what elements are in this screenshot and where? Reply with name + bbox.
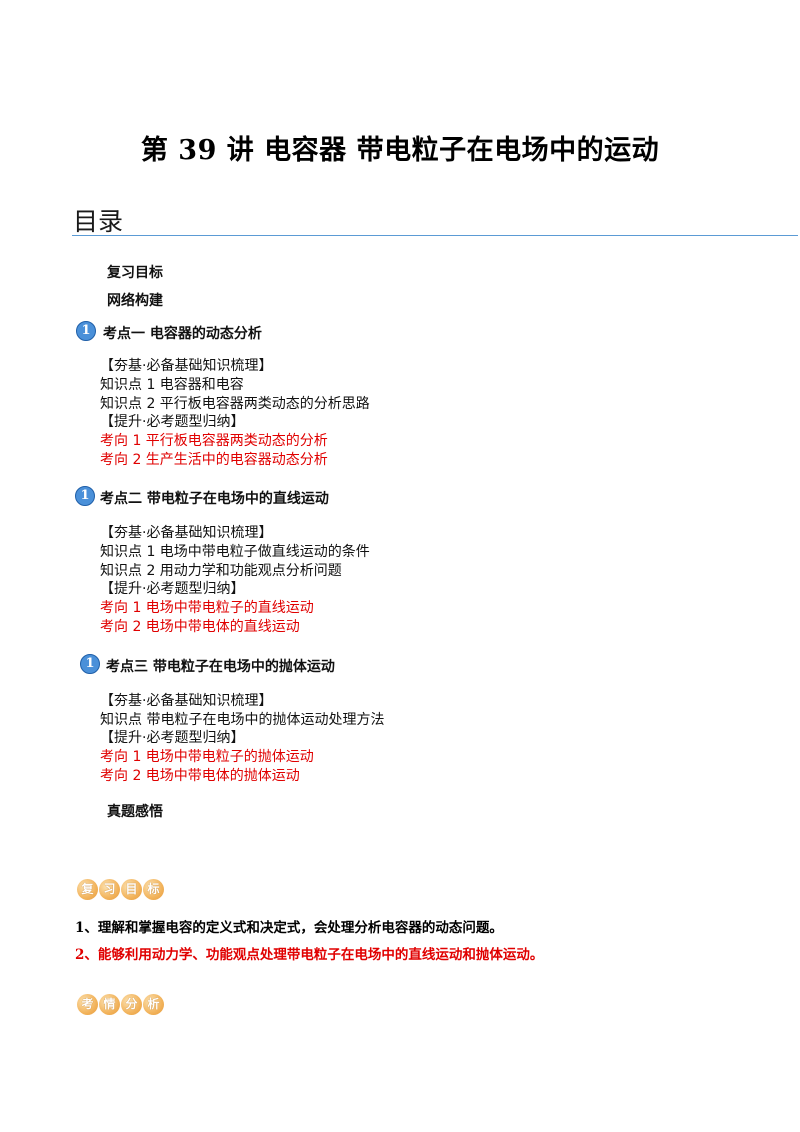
section-number-badge: 1 [80,654,100,674]
toc-section-3-title[interactable]: 考点三 带电粒子在电场中的抛体运动 [106,659,335,675]
toc-section-2-line[interactable]: 知识点 2 用动力学和功能观点分析问题 [100,563,342,579]
banner-chip: 分 [121,994,142,1015]
toc-section-2-line[interactable]: 【夯基·必备基础知识梳理】 [100,525,273,541]
toc-section-1-title[interactable]: 考点一 电容器的动态分析 [103,326,262,342]
section-number-badge: 1 [76,321,96,341]
toc-section-2-line[interactable]: 知识点 1 电场中带电粒子做直线运动的条件 [100,544,370,560]
goal-item-1: 1、理解和掌握电容的定义式和决定式，会处理分析电容器的动态问题。 [75,920,503,936]
banner-chip: 析 [143,994,164,1015]
toc-network[interactable]: 网络构建 [107,293,163,309]
toc-section-1-line[interactable]: 【提升·必考题型归纳】 [100,414,245,430]
goal-item-2: 2、能够利用动力学、功能观点处理带电粒子在电场中的直线运动和抛体运动。 [75,947,544,963]
banner-chip: 目 [121,879,142,900]
toc-section-2-red-line[interactable]: 考向 2 电场中带电体的直线运动 [100,619,300,635]
exam-analysis-banner: 考 情 分 析 [77,994,164,1015]
section-number-badge: 1 [75,486,95,506]
toc-divider [72,235,798,236]
toc-review-goals[interactable]: 复习目标 [107,265,163,281]
banner-chip: 复 [77,879,98,900]
toc-section-3-line[interactable]: 知识点 带电粒子在电场中的抛体运动处理方法 [100,712,385,728]
banner-chip: 习 [99,879,120,900]
banner-chip: 标 [143,879,164,900]
review-goals-banner: 复 习 目 标 [77,879,164,900]
toc-section-1-line[interactable]: 【夯基·必备基础知识梳理】 [100,358,273,374]
toc-section-1-line[interactable]: 知识点 1 电容器和电容 [100,377,244,393]
toc-section-2-title[interactable]: 考点二 带电粒子在电场中的直线运动 [100,491,329,507]
toc-section-2-line[interactable]: 【提升·必考题型归纳】 [100,581,245,597]
toc-section-1-red-line[interactable]: 考向 2 生产生活中的电容器动态分析 [100,452,328,468]
toc-section-3-red-line[interactable]: 考向 2 电场中带电体的抛体运动 [100,768,300,784]
toc-section-3-line[interactable]: 【提升·必考题型归纳】 [100,730,245,746]
toc-section-2-red-line[interactable]: 考向 1 电场中带电粒子的直线运动 [100,600,314,616]
toc-heading: 目录 [73,207,124,236]
toc-section-3-red-line[interactable]: 考向 1 电场中带电粒子的抛体运动 [100,749,314,765]
toc-section-1-line[interactable]: 知识点 2 平行板电容器两类动态的分析思路 [100,396,370,412]
toc-real-questions[interactable]: 真题感悟 [107,804,163,820]
banner-chip: 考 [77,994,98,1015]
toc-section-1-red-line[interactable]: 考向 1 平行板电容器两类动态的分析 [100,433,328,449]
toc-section-3-line[interactable]: 【夯基·必备基础知识梳理】 [100,693,273,709]
document-title: 第 39 讲 电容器 带电粒子在电场中的运动 [140,135,660,166]
banner-chip: 情 [99,994,120,1015]
